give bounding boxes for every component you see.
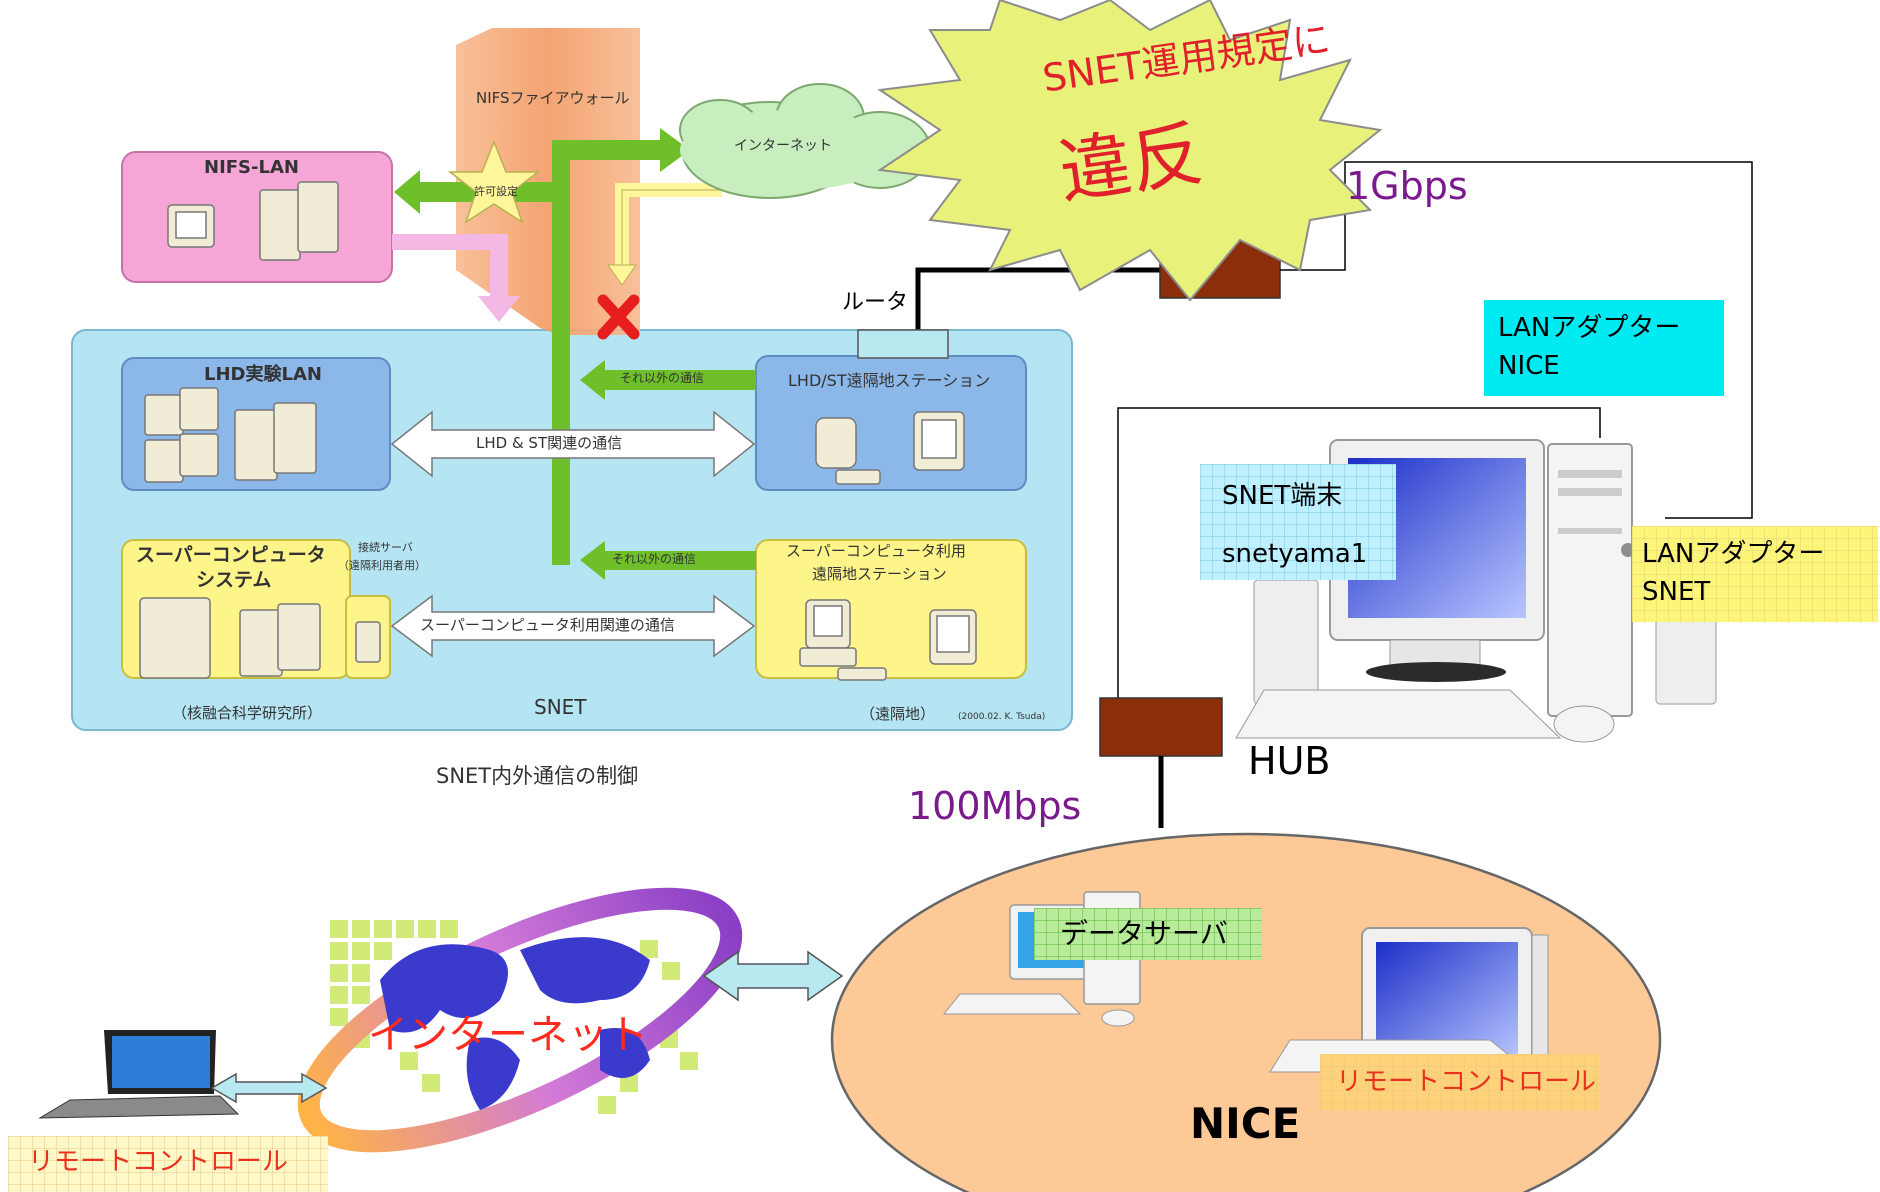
sc-station-computers	[799, 599, 977, 681]
lhd-station-computers	[815, 411, 965, 485]
connection-server-label-1: 接続サーバ	[358, 541, 413, 554]
pink-arrow-down	[478, 296, 520, 322]
internet-nice-arrow	[702, 950, 844, 1002]
nice-label: NICE	[1190, 1099, 1301, 1148]
remote-control-left-tag: リモートコントロール	[8, 1136, 328, 1192]
laptop-graphic	[38, 1030, 240, 1119]
firewall-label: NIFSファイアウォール	[476, 89, 630, 107]
lan-adapter-nice-line1: LANアダプター	[1498, 313, 1681, 343]
lhd-lan-computers	[144, 387, 317, 483]
institute-label: （核融合科学研究所）	[172, 704, 323, 722]
data-server-tag: データサーバ	[1034, 908, 1262, 960]
hub-box	[1099, 697, 1223, 757]
lan-adapter-nice-line2: NICE	[1498, 351, 1560, 381]
blocked-x-icon	[597, 294, 640, 340]
lan-adapter-snet-line2: SNET	[1642, 577, 1711, 607]
router-label: ルータ	[842, 290, 909, 315]
diagram-caption: SNET内外通信の制御	[436, 764, 639, 788]
laptop-internet-arrow	[210, 1072, 328, 1104]
permission-star	[447, 139, 541, 224]
snet-adapter-cable	[1280, 161, 1753, 519]
hub-label: HUB	[1248, 739, 1331, 783]
other-comm-1-label: それ以外の通信	[620, 371, 705, 385]
violation-burst	[877, 0, 1383, 302]
supercomputer-label-1: スーパーコンピュータ	[136, 544, 326, 566]
sc-station-box	[755, 539, 1027, 679]
snet-terminal-tag: SNET端末 snetyama1	[1200, 464, 1396, 580]
lhd-st-double-arrow	[390, 410, 756, 478]
data-server-label: データサーバ	[1060, 917, 1228, 950]
supercomputer-label-2: システム	[196, 569, 272, 591]
snet-label: SNET	[534, 695, 587, 719]
lhd-station-label: LHD/ST遠隔地ステーション	[788, 371, 991, 390]
lan-adapter-snet-line1: LANアダプター	[1642, 539, 1825, 569]
lan-adapter-nice-tag: LANアダプター NICE	[1484, 300, 1724, 396]
sc-station-label-1: スーパーコンピュータ利用	[786, 542, 966, 560]
sc-station-label-2: 遠隔地ステーション	[812, 565, 947, 583]
lan-adapter-snet-tag: LANアダプター SNET	[1632, 526, 1878, 622]
speed-1g-label: 1Gbps	[1346, 164, 1468, 208]
connection-server-label-2: （遠隔利用者用）	[338, 559, 426, 572]
remote-control-left-label: リモートコントロール	[28, 1147, 289, 1177]
internet-globe-graphic	[297, 887, 743, 1153]
gbps-cable	[915, 267, 1160, 330]
sc-double-arrow	[390, 594, 756, 658]
lhd-st-comm-label: LHD & ST関連の通信	[476, 434, 623, 452]
internet-globe-label: インターネット	[368, 1012, 648, 1058]
green-arrow-other2	[580, 541, 756, 580]
nifs-lan-label: NIFS-LAN	[204, 157, 299, 178]
green-arrow-other1	[580, 360, 756, 400]
green-arrow-nifs	[394, 170, 552, 214]
snet-terminal-line1: SNET端末	[1222, 481, 1343, 511]
green-arrow-internet	[552, 128, 690, 172]
remote-control-right-tag: リモートコントロール	[1320, 1054, 1600, 1110]
permission-label: 許可設定	[474, 185, 518, 198]
other-comm-2-label: それ以外の通信	[612, 552, 697, 566]
internet-cloud-label: インターネット	[734, 138, 832, 154]
lhd-lan-label: LHD実験LAN	[204, 364, 322, 385]
supercomputer-computers	[139, 597, 381, 679]
credit-label: (2000.02. K. Tsuda)	[958, 712, 1046, 722]
remote-control-right-label: リモートコントロール	[1336, 1067, 1597, 1097]
sc-comm-label: スーパーコンピュータ利用関連の通信	[420, 616, 675, 634]
green-route	[552, 150, 570, 565]
nifs-lan-computers	[167, 181, 339, 261]
speed-100m-label: 100Mbps	[908, 784, 1082, 828]
router-box	[857, 329, 949, 359]
remote-label: （遠隔地）	[860, 705, 936, 723]
snet-terminal-line2: snetyama1	[1222, 539, 1368, 569]
